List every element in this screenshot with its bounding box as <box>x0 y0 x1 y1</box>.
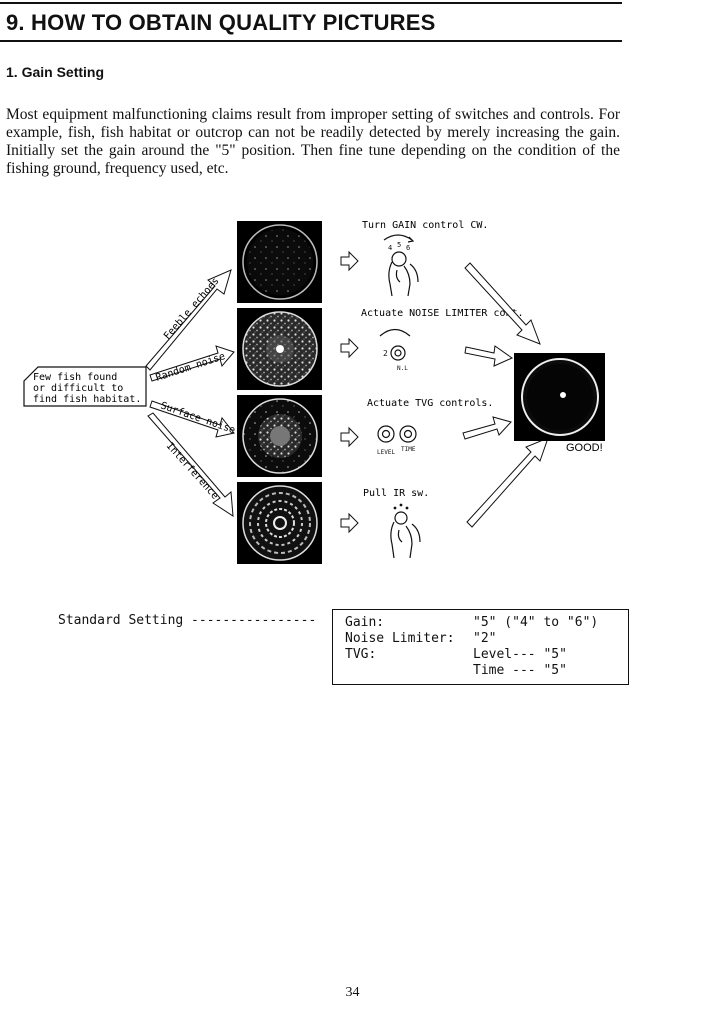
standard-setting-label: Standard Setting ---------------- <box>58 613 317 628</box>
action-gain-label: Turn GAIN control CW. <box>362 220 488 231</box>
tvg-knobs-icon: LEVEL TIME <box>377 425 417 456</box>
cause-label-feeble-echoes: Feeble echoes <box>162 276 222 342</box>
noise-limiter-knob-icon: 2 N.L <box>379 328 411 372</box>
title-bottom-rule <box>0 40 622 42</box>
action-tvg-label: Actuate TVG controls. <box>367 398 493 409</box>
chapter-title: 9. HOW TO OBTAIN QUALITY PICTURES <box>6 10 436 35</box>
cause-label-surface-noise: Surface noise <box>159 400 237 436</box>
gain-knob-hand-icon: 4 5 6 <box>383 234 419 297</box>
cause-label-interference: Interference <box>164 441 221 502</box>
sonar-screen-good <box>514 353 605 441</box>
sonar-screen-surface-noise <box>237 395 322 477</box>
troubleshooting-diagram: Few fish found or difficult to find fish… <box>23 220 605 564</box>
tvg-knob-label-level: LEVEL <box>377 449 395 456</box>
section-title: 1. Gain Setting <box>6 64 105 80</box>
setting-value-gain: "5" ("4" to "6") <box>473 615 599 630</box>
setting-name-tvg: TVG: <box>345 647 377 662</box>
ir-switch-hand-icon <box>390 503 421 559</box>
result-good-label: GOOD! <box>566 442 603 454</box>
sonar-screen-feeble <box>237 221 322 303</box>
action-ir-label: Pull IR sw. <box>363 488 429 499</box>
sonar-screen-interference <box>237 482 322 564</box>
page-number: 34 <box>345 985 360 1000</box>
noise-limiter-knob-label-2: 2 <box>383 349 388 358</box>
cause-label-random-noise: Random noise <box>155 351 227 384</box>
tvg-knob-label-time: TIME <box>401 446 416 453</box>
standard-setting-box: Gain: "5" ("4" to "6") Noise Limiter: "2… <box>332 609 629 685</box>
setting-value-noise-limiter: "2" <box>473 631 497 646</box>
gain-knob-label-5: 5 <box>397 241 401 249</box>
problem-line-1: Few fish found <box>33 372 117 383</box>
setting-value-tvg-time: Time --- "5" <box>473 663 567 678</box>
problem-line-2: or difficult to <box>33 383 123 394</box>
gain-knob-label-6: 6 <box>406 244 410 252</box>
sonar-screen-random-noise <box>237 308 322 390</box>
result-arrows <box>462 262 549 528</box>
setting-name-noise-limiter: Noise Limiter: <box>345 631 455 646</box>
setting-name-gain: Gain: <box>345 615 385 630</box>
noise-limiter-knob-label-nl: N.L <box>397 365 408 372</box>
gain-knob-label-4: 4 <box>388 244 392 252</box>
problem-box: Few fish found or difficult to find fish… <box>23 366 147 407</box>
title-top-rule <box>0 2 622 4</box>
setting-value-tvg-level: Level--- "5" <box>473 647 567 662</box>
intro-paragraph: Most equipment malfunctioning claims res… <box>6 106 620 177</box>
action-noise-limiter-label: Actuate NOISE LIMITER cont. <box>361 308 524 319</box>
small-arrows <box>340 250 359 534</box>
problem-line-3: find fish habitat. <box>33 394 141 405</box>
